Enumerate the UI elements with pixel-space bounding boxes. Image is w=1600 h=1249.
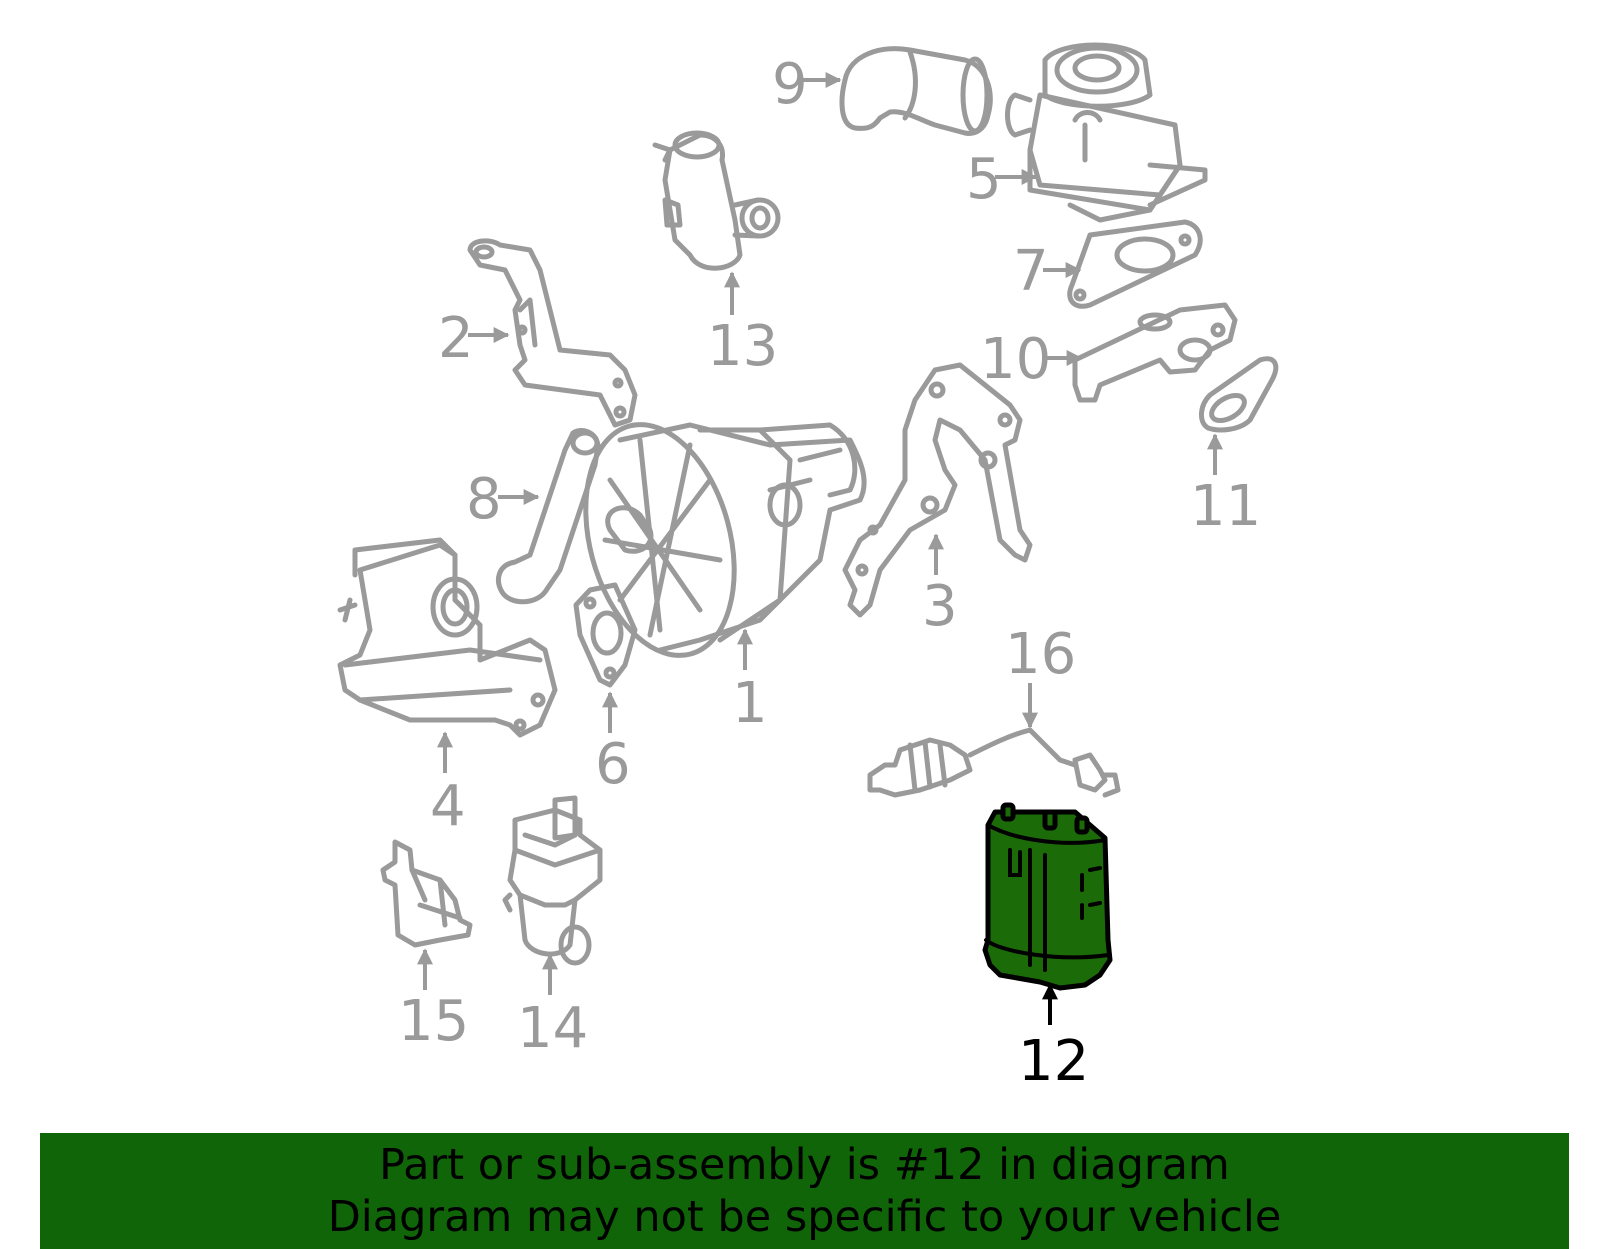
part-4-valve-assembly: [337, 537, 558, 738]
part-5-air-valve: [1005, 42, 1208, 223]
part-15-bracket: [380, 839, 473, 948]
callout-7: 7: [1013, 239, 1049, 304]
callout-5: 5: [966, 147, 1002, 212]
callout-15: 15: [398, 989, 469, 1054]
callout-labels: 9 5 13 7 2 10 11 8 1 3 4 6 16 15 14 12: [398, 52, 1261, 1094]
callout-12: 12: [1018, 1029, 1089, 1094]
callout-10: 10: [980, 327, 1051, 392]
part-12-canister: [982, 802, 1113, 991]
callout-1: 1: [732, 671, 768, 736]
callout-9: 9: [772, 52, 808, 117]
callout-8: 8: [466, 467, 502, 532]
callout-11: 11: [1190, 474, 1261, 539]
part-3-bracket: [842, 362, 1033, 618]
banner-line-1: Part or sub-assembly is #12 in diagram: [379, 1140, 1230, 1190]
part-11-gasket: [1199, 356, 1279, 433]
part-13-pipe-fitting: [652, 130, 781, 271]
part-8-hose: [496, 428, 601, 605]
banner-line-2: Diagram may not be specific to your vehi…: [327, 1192, 1282, 1242]
callout-14: 14: [517, 996, 588, 1061]
part-9-air-hose: [839, 46, 993, 136]
callout-2: 2: [438, 306, 474, 371]
callout-6: 6: [595, 732, 631, 797]
callout-13: 13: [707, 314, 778, 379]
callout-16: 16: [1005, 622, 1076, 687]
part-14-solenoid: [502, 795, 603, 966]
part-1-air-pump: [583, 422, 867, 658]
part-16-sensor: [867, 727, 1121, 798]
part-6-gasket: [573, 582, 638, 688]
part-2-bracket: [467, 238, 638, 428]
info-banner: Part or sub-assembly is #12 in diagram D…: [40, 1133, 1569, 1249]
callout-arrows: [417, 72, 1223, 1025]
callout-4: 4: [430, 774, 466, 839]
part-10-pipe-flange: [1072, 302, 1238, 403]
part-7-gasket: [1067, 219, 1203, 309]
callout-3: 3: [922, 574, 958, 639]
